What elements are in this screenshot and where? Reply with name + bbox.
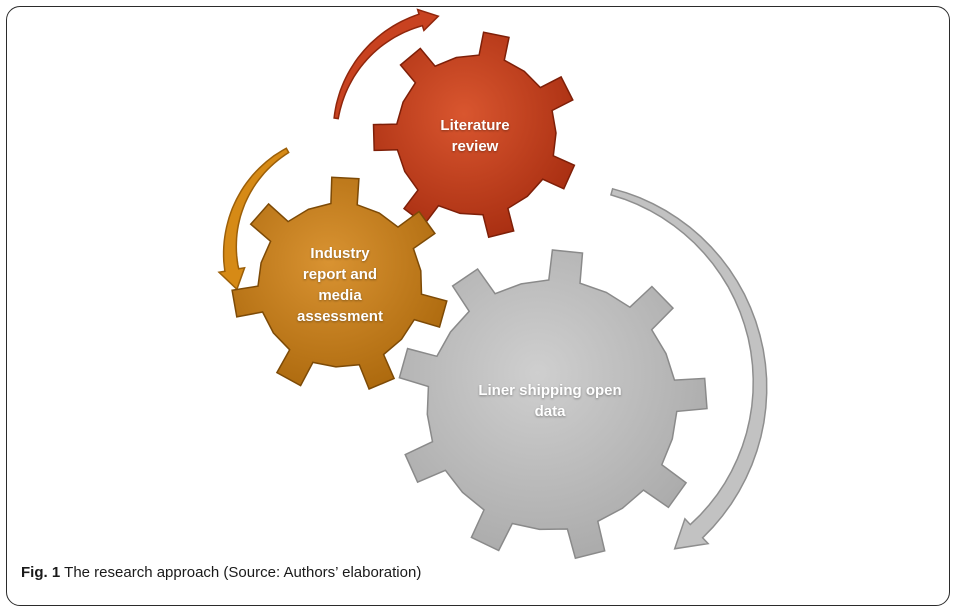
gear-liner-shipping — [398, 249, 708, 560]
gear-label-industry: Industry report and media assessment — [297, 245, 383, 325]
research-approach-diagram — [217, 8, 768, 560]
gear-label-literature: Literature review — [440, 117, 510, 155]
figure-label: Fig. 1 — [21, 564, 61, 581]
gear-label-liner: Liner shipping open data — [478, 382, 622, 420]
cycle-arrow-gray — [609, 187, 768, 550]
figure-caption-text: The research approach (Source: Authors’ … — [64, 564, 422, 581]
gear-literature-review — [372, 31, 576, 239]
cycle-arrow-red — [333, 8, 440, 120]
gear-industry-report — [231, 176, 448, 390]
cycle-arrow-orange — [217, 147, 290, 291]
